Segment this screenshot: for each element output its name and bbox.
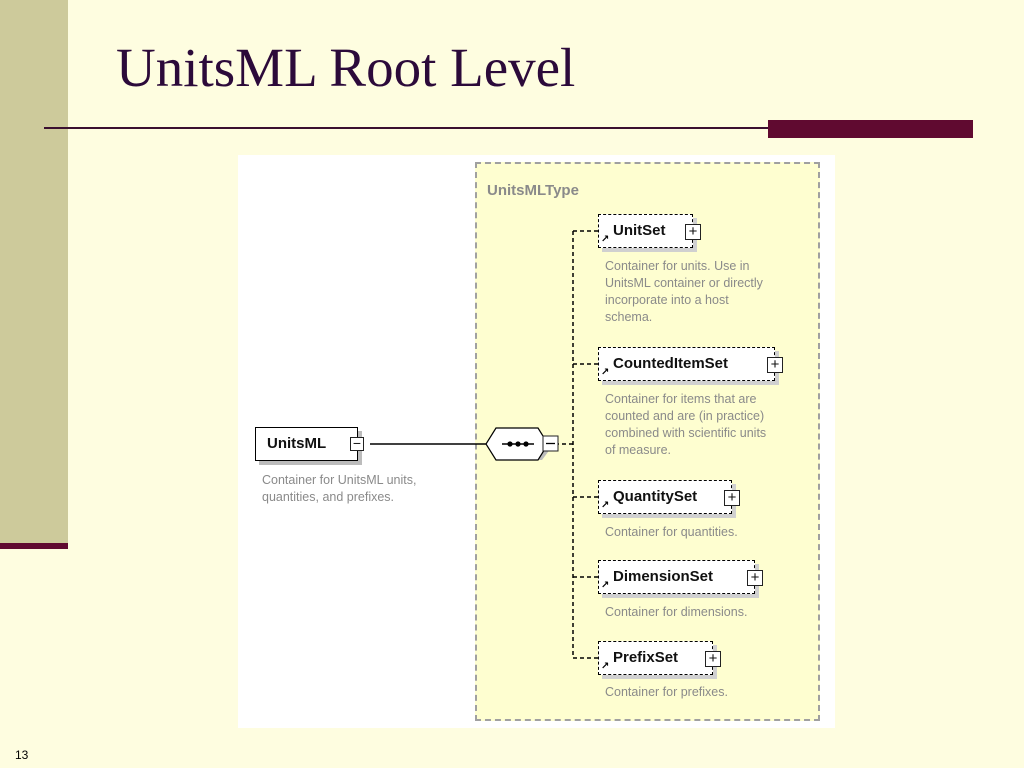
child-element-description: Container for items that are counted and… [605,391,766,459]
reference-arrow-icon: ↗ [601,661,610,672]
child-element-description: Container for units. Use in UnitsML cont… [605,258,763,326]
child-element-name: DimensionSet [613,568,714,585]
root-element-unitsml[interactable]: UnitsML − [255,427,364,461]
child-element-name: QuantitySet [613,488,698,505]
description-line: incorporate into a host [605,293,729,307]
collapse-icon[interactable]: − [350,436,364,451]
title-accent-bar [768,120,973,138]
side-accent-bar [0,543,68,549]
schema-diagram: UnitsMLType UnitsML − Container for Unit… [238,155,835,728]
child-element-name: UnitSet [613,222,666,239]
description-line: schema. [605,310,653,324]
expand-icon[interactable]: + [747,570,763,586]
type-label: UnitsMLType [487,182,579,199]
description-line: combined with scientific units [605,426,767,440]
reference-arrow-icon: ↗ [601,500,610,511]
child-element-description: Container for dimensions. [605,604,747,621]
expand-icon[interactable]: + [724,490,740,506]
child-element-unitset[interactable]: ↗ UnitSet + [598,214,701,248]
slide-number: 13 [15,748,29,762]
description-line: Container for dimensions. [605,605,748,619]
description-line: Container for prefixes. [605,685,728,699]
description-line: Container for units. Use in [605,259,750,273]
child-element-description: Container for quantities. [605,524,738,541]
expand-icon[interactable]: + [767,357,783,373]
reference-arrow-icon: ↗ [601,580,610,591]
side-band [0,0,68,545]
description-line: quantities, and prefixes. [262,490,395,504]
child-element-description: Container for prefixes. [605,684,728,701]
slide-title: UnitsML Root Level [116,37,576,98]
child-element-counteditemset[interactable]: ↗ CountedItemSet + [598,347,783,381]
description-line: UnitsML container or directly [605,276,763,290]
title-underline [44,127,768,129]
connector-lines [370,230,598,659]
description-line: Container for UnitsML units, [262,473,417,487]
expand-icon[interactable]: + [685,224,701,240]
root-element-name: UnitsML [267,435,327,452]
expand-icon[interactable]: + [705,651,721,667]
description-line: of measure. [605,443,672,457]
child-element-dimensionset[interactable]: ↗ DimensionSet + [598,560,763,594]
description-line: counted and are (in practice) [605,409,765,423]
description-line: Container for quantities. [605,525,738,539]
reference-arrow-icon: ↗ [601,367,610,378]
reference-arrow-icon: ↗ [601,234,610,245]
child-element-quantityset[interactable]: ↗ QuantitySet + [598,480,740,514]
child-element-prefixset[interactable]: ↗ PrefixSet + [598,641,721,675]
description-line: Container for items that are [605,392,757,406]
root-element-description: Container for UnitsML units, quantities,… [262,472,416,506]
child-element-name: CountedItemSet [613,355,729,372]
child-element-name: PrefixSet [613,649,679,666]
